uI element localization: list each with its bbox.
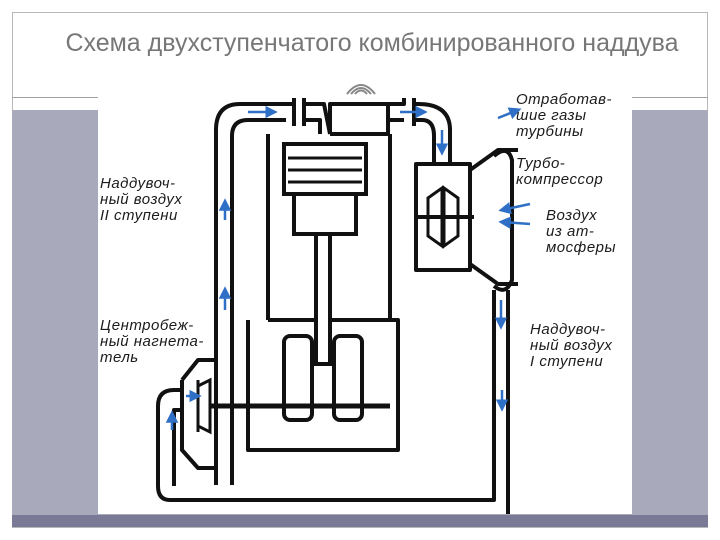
piston [282, 142, 368, 236]
exhaust-pipe-outer [414, 102, 452, 164]
air-intake [492, 148, 514, 292]
turbo-casing [414, 162, 472, 272]
stage2-pipe-outer [214, 102, 286, 485]
label-exhaust-gases: Отработав- шие газы турбины [516, 91, 612, 140]
cylinder-walls [266, 134, 392, 320]
blower-impeller [196, 377, 212, 435]
footer-strip [12, 515, 708, 527]
arrow-air-in [498, 202, 531, 215]
engine-diagram: Отработав- шие газы турбины Турбо- компр… [98, 90, 632, 514]
slide-logo-icon [346, 84, 376, 95]
connecting-rod [314, 232, 332, 366]
cylinder-head [328, 102, 390, 136]
label-stage1-air: Наддувоч- ный воздух I ступени [530, 321, 613, 370]
stage1-pipe-outer [156, 290, 496, 502]
crank-web-left [282, 334, 314, 422]
label-stage2-air: Наддувоч- ный воздух II ступени [100, 175, 183, 224]
arrow-exhaust-out [497, 107, 522, 120]
label-centrifugal-blower: Центробеж- ный нагнета- тель [100, 317, 204, 366]
stage2-pipe-inner [230, 118, 286, 485]
blower-casing [180, 358, 216, 470]
crank-web-right [332, 334, 364, 422]
engine-schematic [156, 98, 531, 514]
label-atmospheric-air: Воздух из ат- мосферы [546, 207, 617, 256]
exhaust-pipe-inner [414, 118, 436, 164]
label-turbocharger: Турбо- компрессор [516, 155, 604, 188]
slide-title: Схема двухступенчатого комбинированного … [65, 29, 679, 57]
